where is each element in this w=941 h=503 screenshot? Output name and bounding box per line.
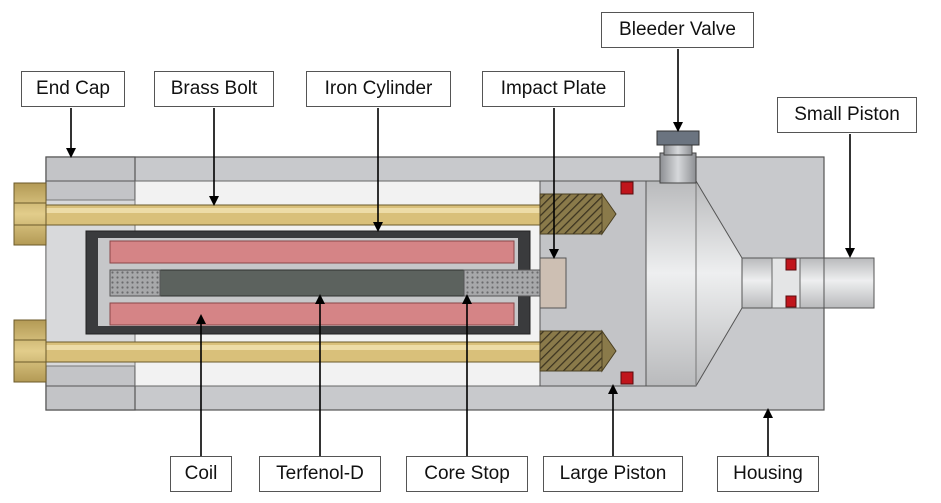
label-housing: Housing: [717, 456, 819, 492]
label-bleeder-valve: Bleeder Valve: [601, 12, 754, 48]
coil-lower: [109, 302, 515, 326]
small-seal-bottom: [785, 295, 797, 308]
small-seal-top: [785, 258, 797, 271]
label-impact-plate: Impact Plate: [482, 71, 625, 107]
bolt-head-top: [13, 182, 47, 246]
core-stop: [463, 269, 541, 297]
label-brass-bolt: Brass Bolt: [154, 71, 274, 107]
label-iron-cylinder: Iron Cylinder: [306, 71, 451, 107]
bolt-head-bottom: [13, 319, 47, 383]
label-coil: Coil: [170, 456, 232, 492]
seal-bottom: [620, 371, 634, 385]
label-small-piston: Small Piston: [777, 97, 917, 133]
label-large-piston: Large Piston: [543, 456, 683, 492]
label-terfenol-d: Terfenol-D: [259, 456, 381, 492]
label-core-stop: Core Stop: [406, 456, 528, 492]
label-end-cap: End Cap: [21, 71, 125, 107]
bleeder-valve: [656, 130, 700, 184]
leader-lines: [66, 49, 855, 456]
seal-top: [620, 181, 634, 195]
coil-upper: [109, 240, 515, 264]
small-piston: [823, 257, 875, 309]
